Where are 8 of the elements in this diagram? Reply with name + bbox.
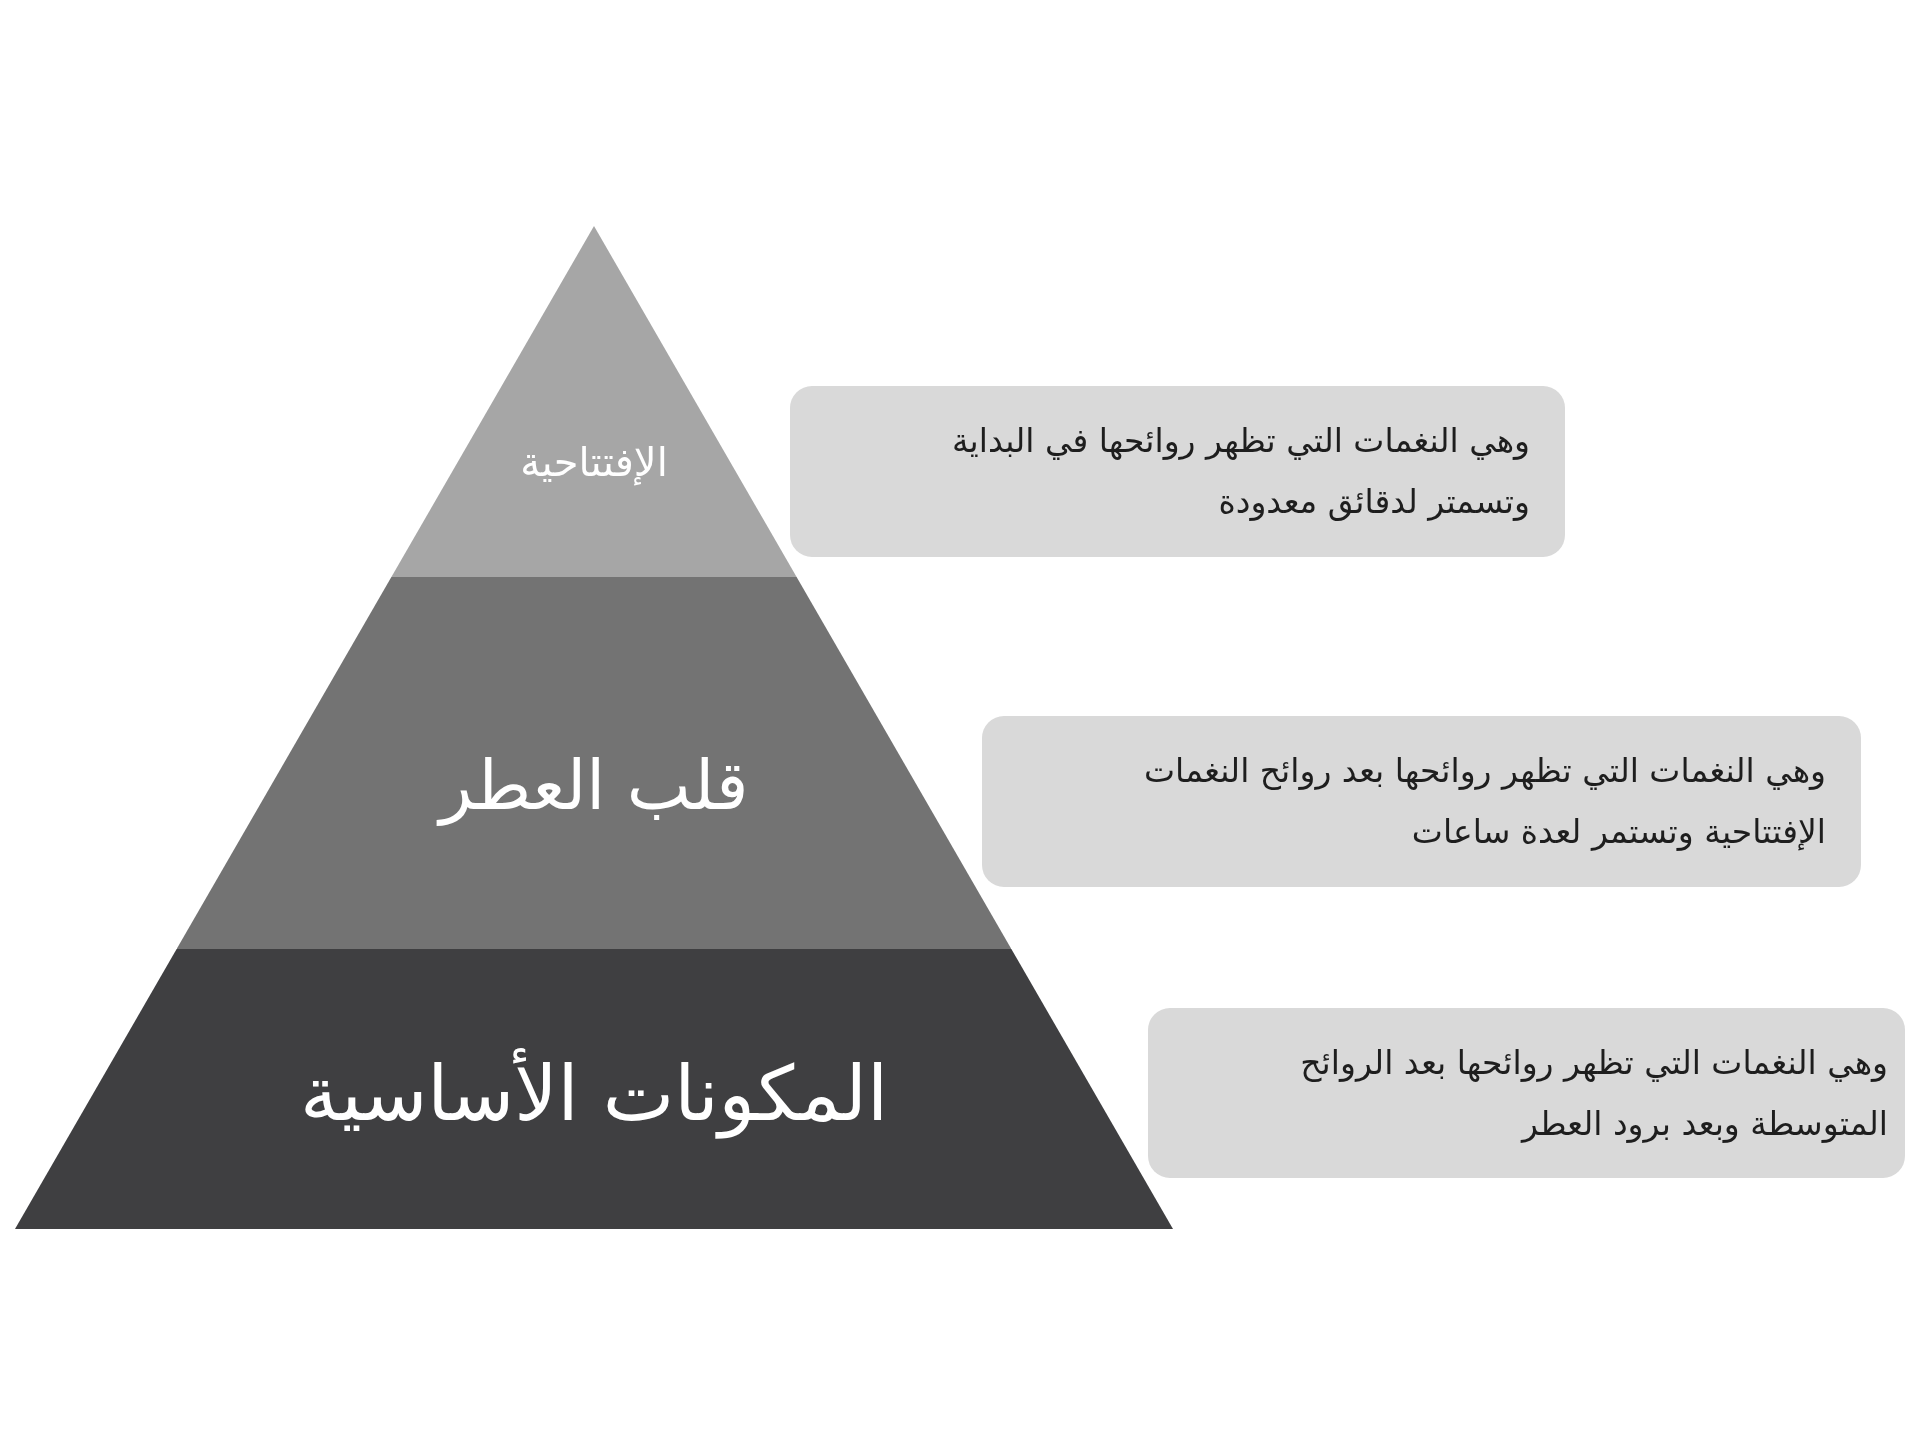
description-box	[982, 716, 1861, 887]
tier-label: المكونات الأساسية	[299, 1048, 889, 1138]
tier-label: الإفتتاحية	[520, 439, 668, 485]
description-text: وهي النغمات التي تظهر روائحها بعد روائح النغمات الإفتتاحية وتستمر لعدة ساعات	[1143, 750, 1826, 853]
description-box	[1148, 1008, 1905, 1178]
description-text: وهي النغمات التي تظهر روائحها بعد الروائح المتوسطة وبعد برود العطر	[1299, 1042, 1888, 1145]
description-text: وهي النغمات التي تظهر روائحها في البداية وتسمتر لدقائق معدودة	[950, 420, 1530, 523]
description-box	[790, 386, 1565, 557]
